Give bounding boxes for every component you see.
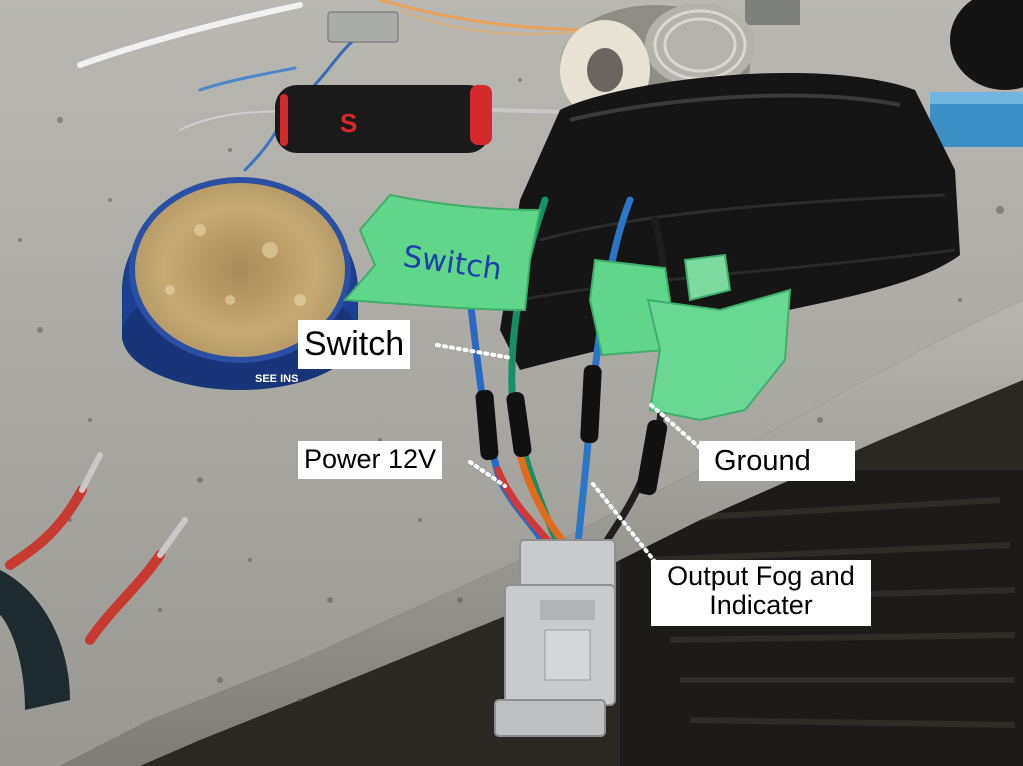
green-tape: Switch bbox=[342, 193, 792, 422]
label-output-fog-indicator: Output Fog and Indicater bbox=[651, 560, 871, 626]
screwdriver-logo: S bbox=[340, 108, 357, 138]
connector-top-right bbox=[745, 0, 800, 25]
heat-shrink bbox=[475, 364, 668, 496]
crimp-terminals bbox=[5, 452, 188, 645]
tin-text: SEE INS bbox=[255, 373, 298, 385]
small-connector bbox=[327, 11, 399, 43]
label-output-line1: Output Fog and bbox=[667, 561, 855, 591]
label-output-line2: Indicater bbox=[709, 590, 813, 621]
tape-switch bbox=[342, 193, 542, 312]
screwdriver: S bbox=[275, 85, 571, 153]
label-switch: Switch bbox=[298, 320, 411, 369]
label-ground: Ground bbox=[699, 441, 855, 481]
electrical-tape-roll bbox=[950, 0, 1023, 90]
grey-connector bbox=[494, 539, 616, 737]
workbench-edge bbox=[60, 300, 1023, 766]
label-power-12v: Power 12V bbox=[298, 441, 443, 479]
hose bbox=[0, 570, 70, 710]
leader-lines bbox=[435, 343, 702, 570]
